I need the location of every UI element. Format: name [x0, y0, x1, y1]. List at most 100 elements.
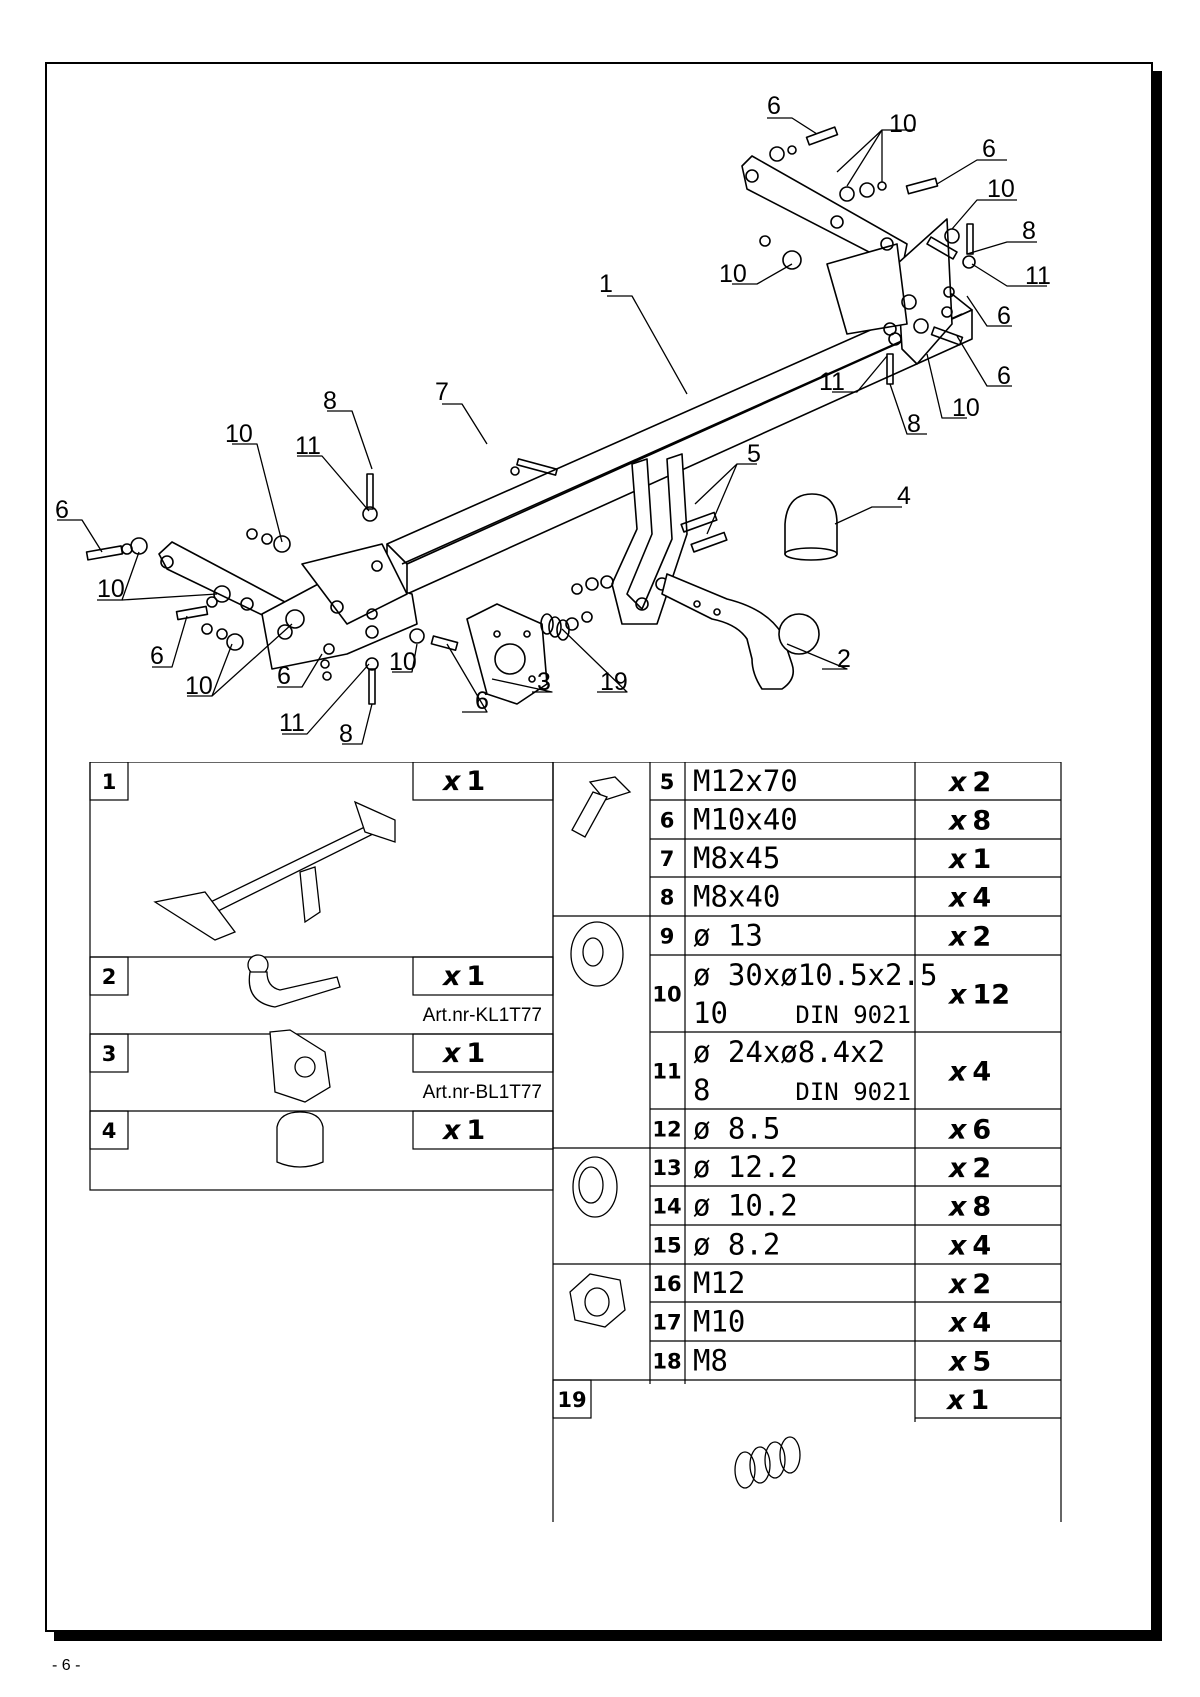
callout-10: 10: [952, 394, 980, 422]
callout-11: 11: [279, 709, 305, 737]
callout-6: 6: [150, 642, 164, 670]
callout-6: 6: [55, 496, 69, 524]
tow-ball-neck-illustration: [661, 573, 820, 690]
part-spec: M8x40: [693, 880, 780, 914]
part-spec: ø 12.2: [693, 1150, 798, 1184]
tow-ball-thumbnail: [247, 954, 341, 1008]
callout-numbers: 6 10 6 10 8 11 10 1 6 6 11 10 8 7 5 4 8 …: [55, 92, 1051, 748]
part-spec: ø 30xø10.5x2.5: [693, 958, 937, 992]
callout-19: 19: [600, 668, 628, 696]
washer-icon: [570, 921, 624, 987]
part-spec: ø 24xø8.4x2: [693, 1035, 885, 1069]
callout-11: 11: [295, 432, 321, 460]
part-number: 11: [652, 1060, 681, 1084]
callout-2: 2: [837, 645, 851, 673]
callout-8: 8: [339, 720, 353, 748]
part-number: 15: [652, 1234, 681, 1258]
part-number: 8: [660, 886, 675, 910]
callout-4: 4: [897, 482, 911, 510]
tow-ball-cap-illustration: [784, 493, 838, 561]
part-spec: M10x40: [693, 803, 798, 837]
part-number: 16: [652, 1272, 681, 1296]
part-number: 17: [652, 1311, 681, 1335]
part-number: 19: [557, 1388, 586, 1412]
bolt-icon: [571, 776, 632, 838]
part-number: 14: [652, 1195, 681, 1219]
callout-6: 6: [997, 302, 1011, 330]
drawing-frame: 6 10 6 10 8 11 10 1 6 6 11 10 8 7 5 4 8 …: [45, 62, 1153, 1632]
tow-ball-cap-thumbnail: [276, 1111, 324, 1168]
part-number: 1: [102, 770, 117, 794]
hex-nut-icon: [569, 1273, 626, 1328]
page-number: - 6 -: [52, 1657, 81, 1674]
part-spec: ø 13: [693, 919, 763, 953]
callout-8: 8: [1022, 217, 1036, 245]
part-icons: [153, 776, 801, 1489]
part-number: 3: [102, 1042, 117, 1066]
socket-plate-illustration: [466, 603, 548, 705]
leader-lines: [57, 117, 1047, 745]
part-spec: M8x45: [693, 841, 780, 875]
tow-bar-crossbeam-illustration: [386, 293, 973, 595]
part-number: 6: [660, 809, 675, 833]
callout-1: 1: [599, 270, 613, 298]
part-spec-size: 8: [693, 1073, 710, 1107]
callout-10: 10: [225, 420, 253, 448]
callout-6: 6: [997, 362, 1011, 390]
spring-icon: [734, 1436, 801, 1489]
part-number: 10: [652, 983, 681, 1007]
part-spec-size: 10: [693, 996, 728, 1030]
callout-8: 8: [907, 410, 921, 438]
callout-6: 6: [982, 135, 996, 163]
callout-10: 10: [719, 260, 747, 288]
callout-6: 6: [767, 92, 781, 120]
callout-11: 11: [819, 368, 845, 396]
callout-10: 10: [889, 110, 917, 138]
part-spec: ø 10.2: [693, 1189, 798, 1223]
part-number: 4: [102, 1119, 117, 1143]
crossbar-thumbnail: [153, 800, 396, 941]
left-bracket-illustration: [158, 541, 418, 670]
part-number: 18: [652, 1350, 681, 1374]
socket-plate-thumbnail: [269, 1029, 331, 1103]
callout-3: 3: [537, 668, 551, 696]
part-spec: ø 8.5: [693, 1112, 780, 1146]
callout-10: 10: [185, 672, 213, 700]
part-spec-standard: DIN 9021: [795, 1001, 911, 1029]
spring-illustration: [540, 613, 570, 641]
article-number: Art.nr-BL1T77: [423, 1082, 542, 1103]
callout-7: 7: [435, 378, 449, 406]
part-number: 13: [652, 1156, 681, 1180]
part-number: 7: [660, 847, 675, 871]
part-number: 12: [652, 1118, 681, 1142]
part-number: 5: [660, 770, 675, 794]
callout-10: 10: [389, 648, 417, 676]
part-number: 2: [102, 965, 117, 989]
callout-5: 5: [747, 440, 761, 468]
spring-washer-icon: [572, 1156, 618, 1218]
callout-6: 6: [475, 687, 489, 715]
part-spec: M10: [693, 1305, 745, 1339]
callout-6: 6: [277, 662, 291, 690]
article-number: Art.nr-KL1T77: [423, 1005, 542, 1026]
callout-10: 10: [97, 575, 125, 603]
